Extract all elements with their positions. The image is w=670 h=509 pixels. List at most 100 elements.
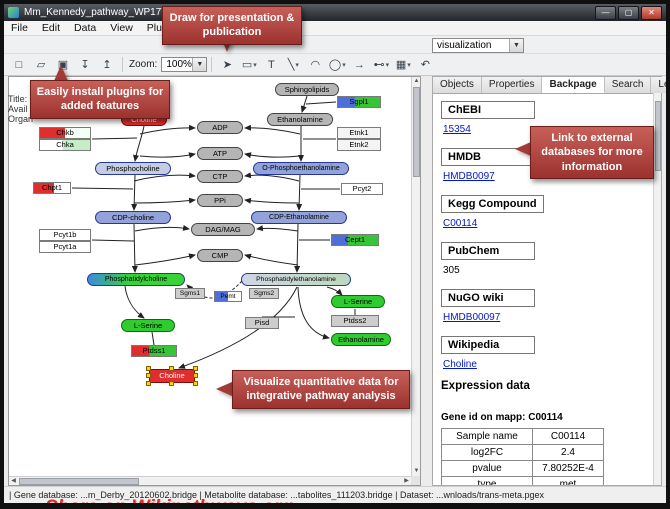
pathway-edge	[244, 197, 300, 204]
new-file-icon[interactable]: □	[15, 58, 23, 71]
zoom-value: 100%	[166, 59, 192, 70]
scroll-right-icon[interactable]: ▶	[404, 478, 409, 484]
menu-edit[interactable]: Edit	[41, 21, 61, 34]
menu-view[interactable]: View	[110, 21, 133, 34]
arc-tool-icon[interactable]: ◠	[310, 59, 321, 71]
backpage-link[interactable]: HMDB00097	[443, 312, 501, 323]
pathway-node-atp[interactable]: ATP	[197, 147, 243, 160]
pathway-node-cept1[interactable]: Cept1	[331, 234, 379, 246]
table-cell-value: 2.4	[532, 444, 604, 461]
tab-properties[interactable]: Properties	[481, 77, 543, 93]
pathway-node-chpt1[interactable]: Chpt1	[33, 182, 71, 194]
open-file-icon[interactable]: ▱	[36, 59, 46, 71]
pathway-node-pcyt1b[interactable]: Pcyt1b	[39, 229, 91, 241]
selection-handle[interactable]	[146, 366, 151, 371]
scrollbar-thumb[interactable]	[655, 101, 661, 171]
template-tool-icon[interactable]: ▦▾	[395, 59, 411, 71]
tab-search[interactable]: Search	[604, 77, 652, 93]
menu-file[interactable]: File	[11, 21, 28, 34]
datanode-tool-icon[interactable]: ▭▾	[241, 59, 257, 71]
pathway-node-etnk2[interactable]: Etnk2	[337, 139, 381, 151]
tab-backpage[interactable]: Backpage	[542, 77, 605, 93]
pathway-node-ctp[interactable]: CTP	[197, 170, 243, 183]
pathway-node-ethanolamine-bottom[interactable]: Ethanolamine	[331, 333, 391, 346]
interaction-tool-icon[interactable]: ⊷▾	[373, 59, 390, 71]
pathway-node-pcyt1a[interactable]: Pcyt1a	[39, 241, 91, 253]
selection-handle[interactable]	[146, 381, 151, 386]
scrollbar-thumb[interactable]	[19, 478, 139, 485]
visualization-dropdown[interactable]: visualization ▼	[432, 38, 524, 53]
tab-objects[interactable]: Objects	[433, 77, 482, 93]
pathway-node-sgpl1[interactable]: Sgpl1	[337, 96, 381, 108]
scrollbar-corner	[411, 476, 420, 485]
pathway-node-cmp[interactable]: CMP	[197, 249, 243, 262]
chevron-down-icon[interactable]: ▼	[192, 58, 207, 71]
pathway-node-o-phosphoethanolamine[interactable]: O-Phosphoethanolamine	[253, 162, 349, 175]
selection-handle[interactable]	[193, 366, 198, 371]
export-icon[interactable]: ↥	[102, 59, 112, 71]
backpage-header: NuGO wiki	[441, 289, 535, 307]
menu-data[interactable]: Data	[74, 21, 97, 34]
scrollbar-thumb[interactable]	[413, 87, 420, 177]
pathway-node-sphingolipids[interactable]: Sphingolipids	[275, 83, 339, 96]
undo-icon[interactable]: ↶	[420, 59, 430, 71]
canvas-horizontal-scrollbar[interactable]: ◀ ▶	[9, 476, 411, 485]
selection-handle[interactable]	[193, 381, 198, 386]
backpage-header: HMDB	[441, 148, 535, 166]
pathway-node-adp[interactable]: ADP	[197, 121, 243, 134]
pathway-node-phosphatidylethanolamine[interactable]: Phosphatidylethanolamine	[241, 273, 351, 286]
backpage-link[interactable]: HMDB0097	[443, 171, 495, 182]
maximize-button[interactable]: ▢	[618, 5, 639, 20]
pathway-node-cdp-choline[interactable]: CDP-choline	[95, 211, 171, 224]
zoom-dropdown[interactable]: 100% ▼	[161, 57, 208, 72]
pathway-node-ptdss1[interactable]: Ptdss1	[131, 345, 177, 357]
pathway-node-phosphatidylcholine[interactable]: Phosphatidylcholine	[87, 273, 185, 286]
pathway-node-ptdss2[interactable]: Ptdss2	[331, 315, 379, 327]
pathway-node-pemt[interactable]: Pemt	[214, 291, 242, 302]
oval-tool-icon[interactable]: ◯▾	[328, 59, 346, 71]
sidebar-scrollbar[interactable]	[653, 93, 661, 485]
selection-tool-icon[interactable]: ➤	[222, 59, 232, 71]
table-cell-value: 7.80252E-4	[532, 460, 604, 477]
pathway-node-chka[interactable]: Chka	[39, 139, 91, 151]
pathway-node-dag-mag[interactable]: DAG/MAG	[191, 223, 255, 236]
scroll-up-icon[interactable]: ▲	[413, 78, 420, 84]
secondary-toolbar: visualization ▼	[4, 36, 666, 54]
pathway-node-phosphocholine[interactable]: Phosphocholine	[95, 162, 171, 175]
pathway-node-etnk1[interactable]: Etnk1	[337, 127, 381, 139]
selection-handle[interactable]	[193, 373, 198, 378]
import-icon[interactable]: ↧	[80, 59, 90, 71]
arrow-tool-icon[interactable]: →	[353, 58, 365, 71]
pathway-node-l-serine-right[interactable]: L-Serine	[331, 295, 385, 308]
pathway-node-ppi[interactable]: PPi	[197, 194, 243, 207]
pathway-node-sgms2[interactable]: Sgms2	[249, 288, 279, 299]
selection-handle[interactable]	[169, 381, 174, 386]
backpage-link[interactable]: C00114	[443, 218, 478, 229]
chevron-down-icon[interactable]: ▼	[509, 39, 523, 52]
tab-legend[interactable]: Legend	[651, 77, 666, 93]
pathway-node-cdp-ethanolamine[interactable]: CDP-Ethanolamine	[251, 211, 347, 224]
backpage-link[interactable]: 15354	[443, 124, 471, 135]
callout-plugins: Easily install plugins for added feature…	[30, 80, 170, 119]
pathway-node-pcyt2[interactable]: Pcyt2	[341, 183, 383, 195]
canvas-vertical-scrollbar[interactable]: ▲ ▼	[411, 77, 420, 476]
pathway-edge	[244, 152, 301, 159]
pathway-node-l-serine-left[interactable]: L-Serine	[121, 319, 175, 332]
close-button[interactable]: ✕	[641, 5, 662, 20]
line-tool-icon[interactable]: ╲▾	[287, 59, 299, 71]
selection-handle[interactable]	[169, 366, 174, 371]
label-tool-icon[interactable]: T	[267, 58, 275, 71]
pathway-node-ethanolamine-top[interactable]: Ethanolamine	[267, 113, 333, 126]
title-bar[interactable]: Mm_Kennedy_pathway_WP1771_45176.gpml — ▢…	[4, 4, 666, 21]
selection-handle[interactable]	[146, 373, 151, 378]
minimize-button[interactable]: —	[595, 5, 616, 20]
pathway-node-sgms1[interactable]: Sgms1	[175, 288, 205, 299]
scroll-left-icon[interactable]: ◀	[11, 478, 16, 484]
gene-id-line: Gene id on mapp: C00114	[441, 412, 563, 423]
pathway-node-pisd[interactable]: Pisd	[245, 317, 279, 329]
pathway-node-chkb[interactable]: Chkb	[39, 127, 91, 139]
backpage-link[interactable]: Choline	[443, 359, 477, 370]
scroll-down-icon[interactable]: ▼	[413, 468, 420, 474]
